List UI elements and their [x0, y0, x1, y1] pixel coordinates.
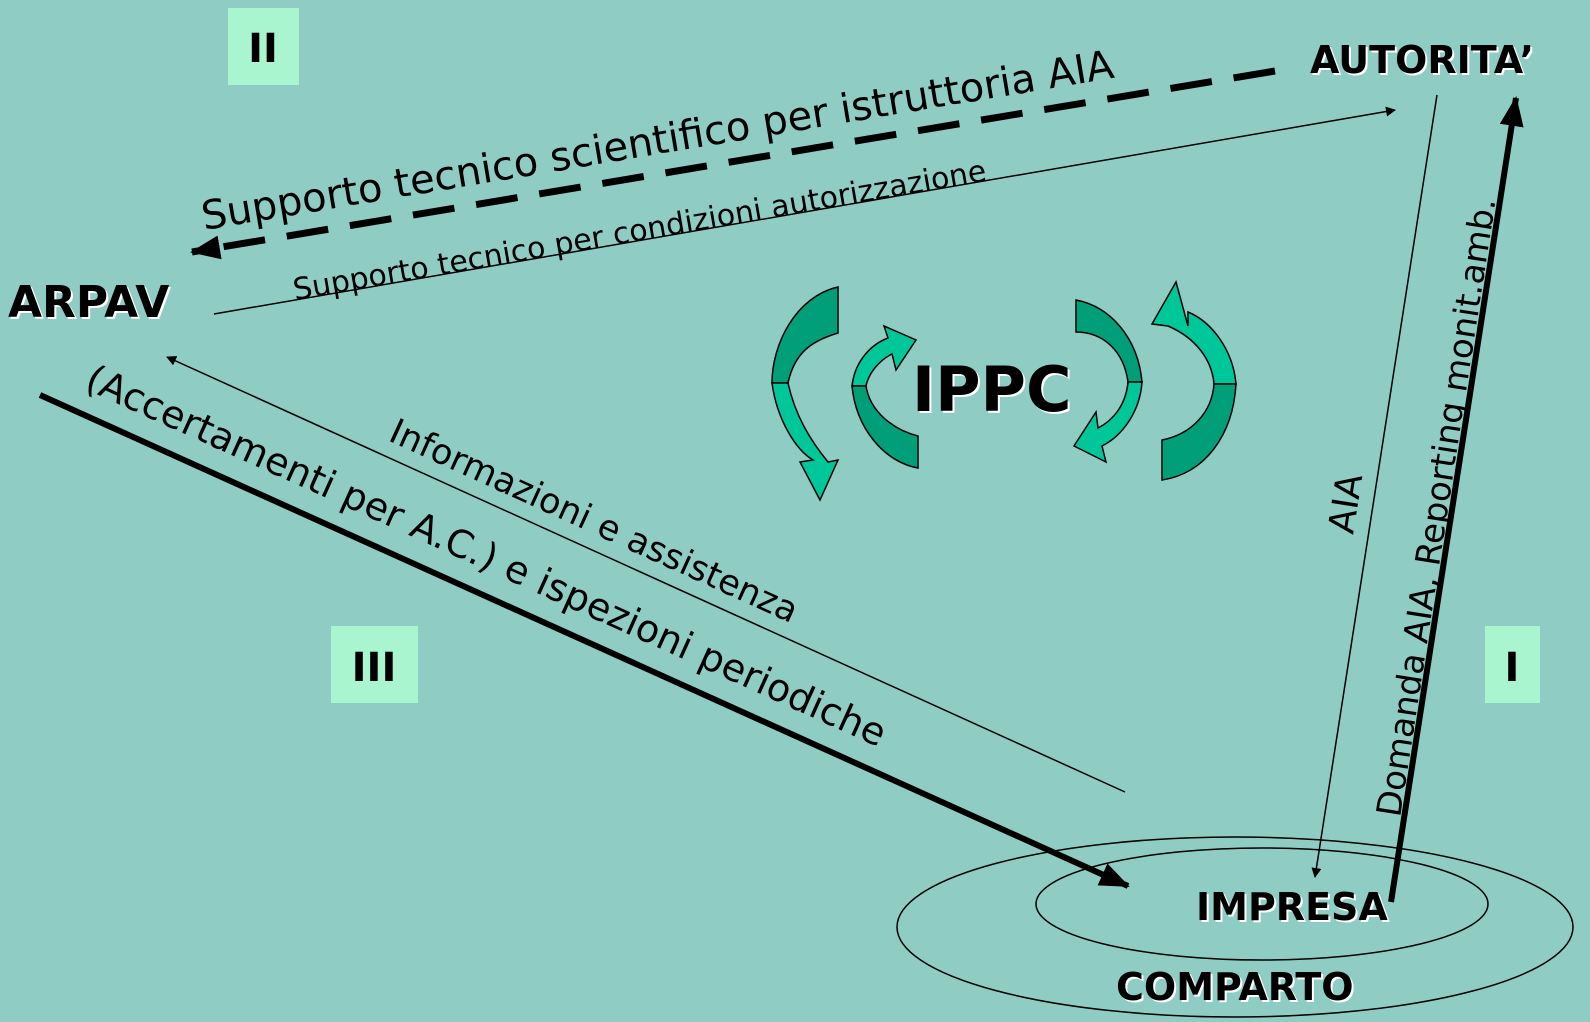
arrow-informazioni	[166, 356, 1126, 793]
node-arpav-label: ARPAV	[8, 277, 169, 328]
label-accertamenti: (Accertamenti per A.C.) e ispezioni peri…	[79, 356, 893, 755]
node-comparto-label: COMPARTO	[1116, 965, 1354, 1009]
node-ippc-label: IPPC	[912, 353, 1071, 426]
arrow-domanda	[1388, 96, 1524, 903]
arrow-aia	[1311, 94, 1438, 878]
label-domanda: Domanda AIA, Reporting monit.amb.	[1369, 195, 1504, 819]
phase-three-label: III	[352, 645, 397, 691]
cycle-arrows-icon	[771, 280, 1237, 502]
arrow-accertamenti	[38, 392, 1130, 889]
node-autorita-label: AUTORITA’	[1310, 38, 1534, 82]
svg-text:AUTORITA’: AUTORITA’	[1312, 40, 1536, 84]
arrow-supporto-condizioni	[213, 106, 1396, 315]
arrow-supporto-istruttoria	[190, 67, 1276, 260]
node-autorita: AUTORITA’ AUTORITA’	[1310, 38, 1536, 84]
comparto-ellipse	[896, 836, 1574, 1018]
svg-text:IMPRESA: IMPRESA	[1198, 887, 1390, 931]
node-arpav: ARPAV ARPAV	[8, 277, 171, 330]
impresa-ellipse	[1035, 847, 1489, 961]
node-impresa-label: IMPRESA	[1196, 885, 1388, 929]
phase-one-label: I	[1505, 645, 1520, 691]
node-comparto: COMPARTO COMPARTO	[1116, 965, 1356, 1011]
svg-text:ARPAV: ARPAV	[10, 279, 171, 330]
phase-two-label: II	[248, 26, 278, 72]
phase-one-box: I	[1485, 626, 1540, 703]
phase-two-box: II	[228, 8, 299, 85]
svg-text:IPPC: IPPC	[914, 355, 1073, 428]
node-impresa: IMPRESA IMPRESA	[1196, 885, 1390, 931]
node-ippc: IPPC IPPC	[912, 353, 1073, 428]
phase-three-box: III	[331, 626, 418, 703]
label-aia: AIA	[1321, 470, 1371, 536]
svg-text:COMPARTO: COMPARTO	[1118, 967, 1356, 1011]
